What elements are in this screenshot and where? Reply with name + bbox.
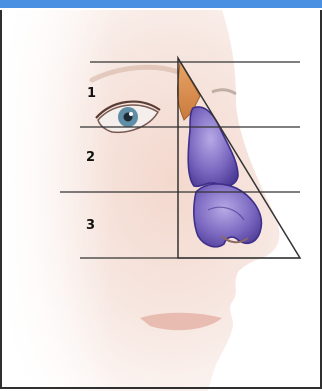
zone-label-3: 3 [86, 219, 95, 232]
header-bar [0, 0, 322, 8]
face-profile-illustration [0, 10, 322, 391]
zone-label-2: 2 [86, 151, 95, 164]
zone-label-1: 1 [87, 87, 96, 100]
